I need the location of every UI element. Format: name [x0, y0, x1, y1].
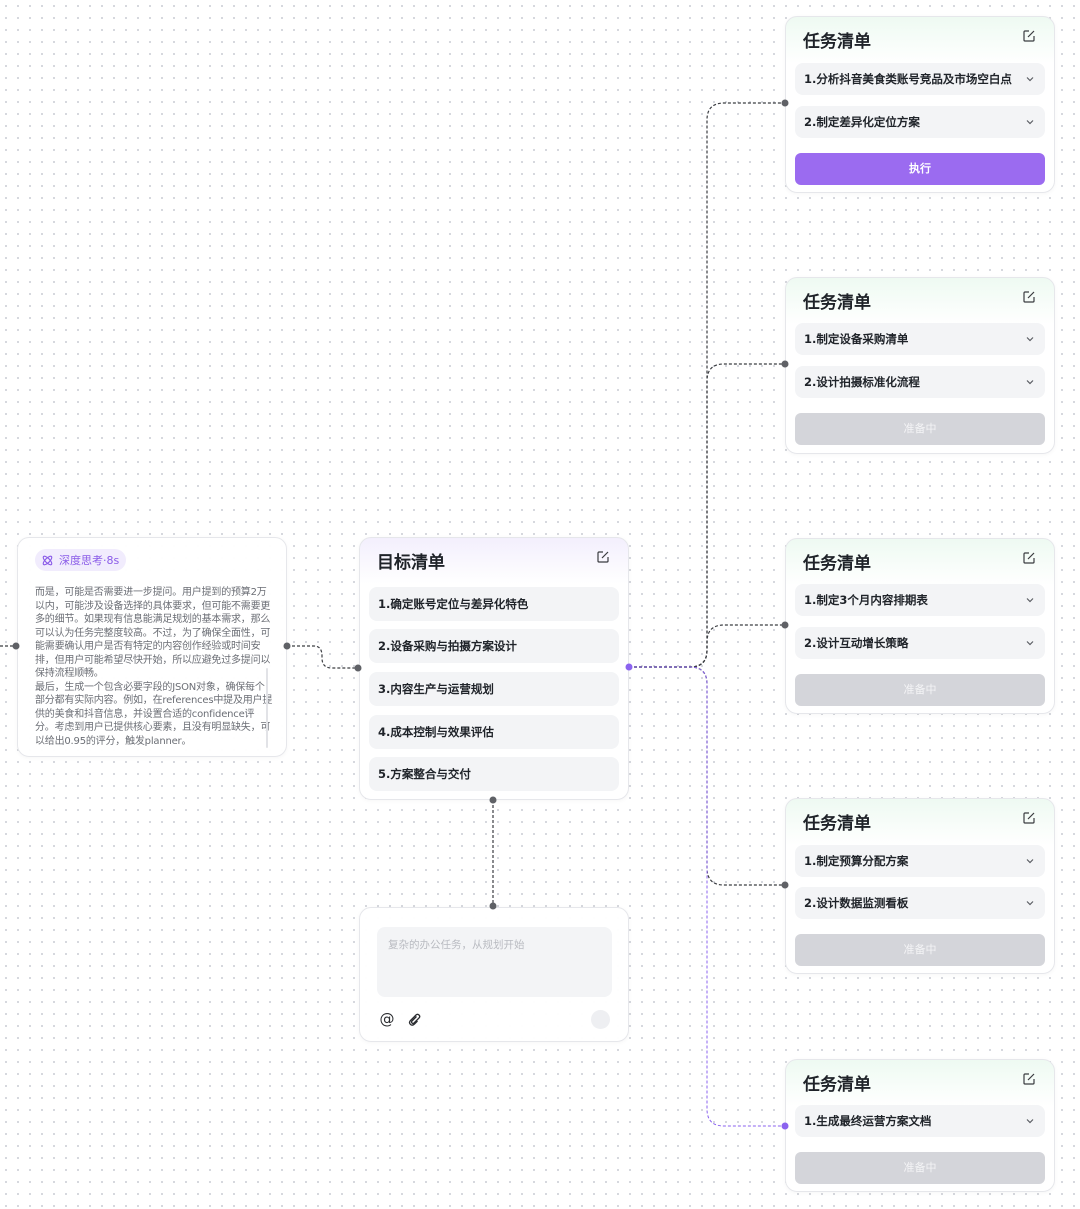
task-item[interactable]: 2.制定差异化定位方案 — [795, 106, 1045, 138]
task-list-card: 任务清单 1.制定预算分配方案 2.设计数据监测看板 准备中 — [785, 798, 1055, 974]
task-item-label: 2.设计互动增长策略 — [804, 636, 909, 650]
execute-button[interactable]: 执行 — [795, 153, 1045, 185]
task-item-label: 1.分析抖音美食类账号竞品及市场空白点 — [804, 72, 1012, 86]
edit-icon[interactable] — [1022, 290, 1036, 304]
pending-button: 准备中 — [795, 413, 1045, 445]
connection-handle[interactable] — [283, 642, 291, 650]
pending-button: 准备中 — [795, 674, 1045, 706]
task-list-card: 任务清单 1.生成最终运营方案文档 准备中 — [785, 1059, 1055, 1192]
chevron-down-icon[interactable] — [1025, 638, 1035, 648]
task-item[interactable]: 1.生成最终运营方案文档 — [795, 1105, 1045, 1137]
task-item-label: 2.设计拍摄标准化流程 — [804, 375, 920, 389]
send-button[interactable] — [591, 1010, 610, 1029]
task-item-label: 1.制定3个月内容排期表 — [804, 593, 928, 607]
chevron-down-icon[interactable] — [1025, 898, 1035, 908]
task-item[interactable]: 1.制定设备采购清单 — [795, 323, 1045, 355]
task-item[interactable]: 1.制定3个月内容排期表 — [795, 584, 1045, 616]
connection-handle[interactable] — [781, 881, 789, 889]
task-item-label: 1.制定设备采购清单 — [804, 332, 909, 346]
task-item[interactable]: 2.设计互动增长策略 — [795, 627, 1045, 659]
thinking-scrollbar[interactable] — [266, 668, 268, 748]
connection-handle[interactable] — [781, 99, 789, 107]
deep-thinking-label: 深度思考·8s — [59, 554, 120, 567]
thinking-card: 深度思考·8s 而是，可能是否需要进一步提问。用户提到的预算2万以内，可能涉及设… — [17, 537, 287, 757]
task-list-title: 任务清单 — [803, 293, 871, 313]
goal-item[interactable]: 4.成本控制与效果评估 — [369, 715, 619, 749]
goal-list-title: 目标清单 — [377, 553, 445, 573]
connection-handle[interactable] — [781, 360, 789, 368]
connection-handle[interactable] — [354, 664, 362, 672]
thinking-content[interactable]: 而是，可能是否需要进一步提问。用户提到的预算2万以内，可能涉及设备选择的具体要求… — [35, 578, 273, 748]
task-item-label: 1.生成最终运营方案文档 — [804, 1114, 932, 1128]
task-item[interactable]: 2.设计数据监测看板 — [795, 887, 1045, 919]
input-card: 复杂的办公任务，从规划开始 @ — [359, 907, 629, 1042]
task-list-title: 任务清单 — [803, 814, 871, 834]
connection-handle[interactable] — [781, 621, 789, 629]
task-item-label: 2.制定差异化定位方案 — [804, 115, 920, 129]
attachment-icon[interactable] — [405, 1010, 423, 1028]
edit-icon[interactable] — [596, 550, 610, 564]
thinking-paragraph: 而是，可能是否需要进一步提问。用户提到的预算2万以内，可能涉及设备选择的具体要求… — [35, 587, 271, 679]
task-list-title: 任务清单 — [803, 1075, 871, 1095]
task-item[interactable]: 1.分析抖音美食类账号竞品及市场空白点 — [795, 63, 1045, 95]
task-item-label: 1.制定预算分配方案 — [804, 854, 909, 868]
task-list-title: 任务清单 — [803, 554, 871, 574]
connection-handle[interactable] — [489, 902, 497, 910]
paperclip-icon — [408, 1013, 421, 1026]
thinking-paragraph: 最后，生成一个包含必要字段的JSON对象，确保每个部分都有实际内容。例如，在re… — [35, 681, 273, 747]
goal-item[interactable]: 3.内容生产与运营规划 — [369, 672, 619, 706]
edit-icon[interactable] — [1022, 811, 1036, 825]
goal-list-card: 目标清单 1.确定账号定位与差异化特色 2.设备采购与拍摄方案设计 3.内容生产… — [359, 537, 629, 800]
goal-item[interactable]: 1.确定账号定位与差异化特色 — [369, 587, 619, 621]
pending-button: 准备中 — [795, 1152, 1045, 1184]
task-list-title: 任务清单 — [803, 32, 871, 52]
chevron-down-icon[interactable] — [1025, 74, 1035, 84]
task-item[interactable]: 2.设计拍摄标准化流程 — [795, 366, 1045, 398]
task-item-label: 2.设计数据监测看板 — [804, 896, 909, 910]
deep-thinking-badge[interactable]: 深度思考·8s — [35, 549, 127, 571]
goal-item[interactable]: 5.方案整合与交付 — [369, 757, 619, 791]
connection-handle[interactable] — [12, 642, 20, 650]
goal-item[interactable]: 2.设备采购与拍摄方案设计 — [369, 629, 619, 663]
atom-icon — [42, 555, 53, 565]
task-input[interactable]: 复杂的办公任务，从规划开始 — [377, 927, 612, 997]
chevron-down-icon[interactable] — [1025, 117, 1035, 127]
chevron-down-icon[interactable] — [1025, 377, 1035, 387]
connection-handle[interactable] — [625, 663, 633, 671]
task-list-card: 任务清单 1.制定设备采购清单 2.设计拍摄标准化流程 准备中 — [785, 277, 1055, 454]
task-list-card: 任务清单 1.分析抖音美食类账号竞品及市场空白点 2.制定差异化定位方案 执行 — [785, 16, 1055, 193]
edit-icon[interactable] — [1022, 551, 1036, 565]
thinking-top-fade — [28, 572, 276, 586]
edit-icon[interactable] — [1022, 29, 1036, 43]
chevron-down-icon[interactable] — [1025, 334, 1035, 344]
connection-handle[interactable] — [489, 796, 497, 804]
connection-handle[interactable] — [781, 1122, 789, 1130]
pending-button: 准备中 — [795, 934, 1045, 966]
chevron-down-icon[interactable] — [1025, 856, 1035, 866]
edit-icon[interactable] — [1022, 1072, 1036, 1086]
task-item[interactable]: 1.制定预算分配方案 — [795, 845, 1045, 877]
mention-icon[interactable]: @ — [379, 1010, 395, 1028]
task-list-card: 任务清单 1.制定3个月内容排期表 2.设计互动增长策略 准备中 — [785, 538, 1055, 714]
chevron-down-icon[interactable] — [1025, 595, 1035, 605]
chevron-down-icon[interactable] — [1025, 1116, 1035, 1126]
